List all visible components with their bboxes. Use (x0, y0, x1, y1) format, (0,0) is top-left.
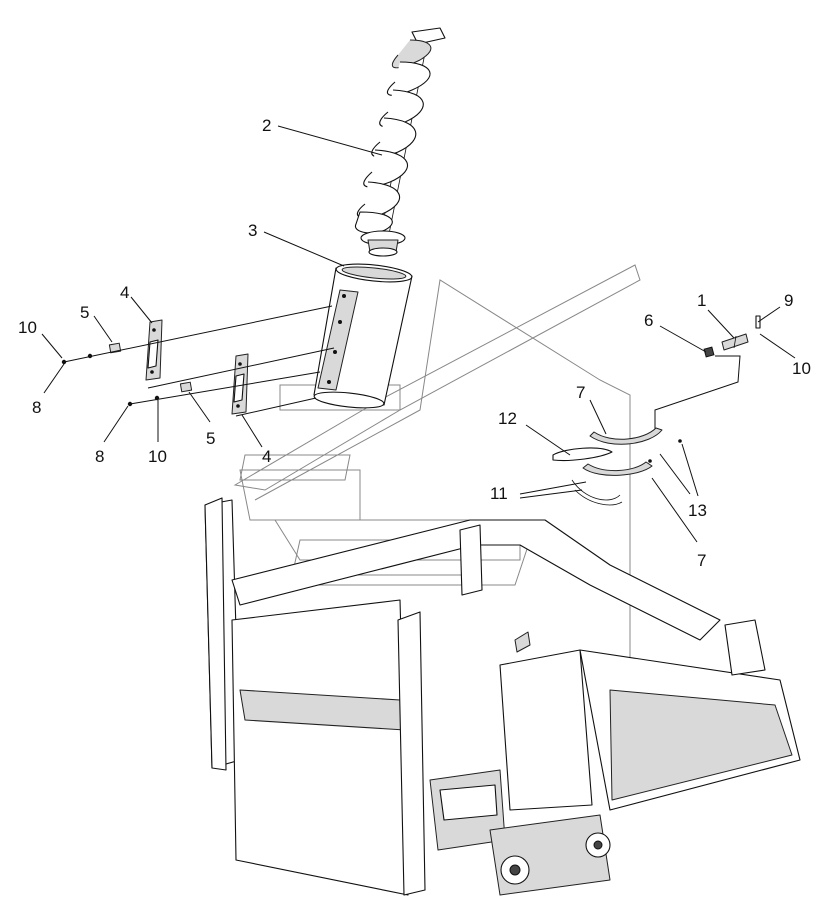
callout-8-lower: 8 (95, 447, 104, 466)
callout-7-lower: 7 (697, 551, 706, 570)
leader-lines (41, 125, 796, 543)
clamp-part (654, 315, 761, 430)
callout-1: 1 (697, 291, 706, 310)
callout-2: 2 (262, 116, 271, 135)
callout-13: 13 (688, 501, 707, 520)
block-lower (179, 381, 193, 393)
callout-7-upper: 7 (576, 383, 585, 402)
callout-6: 6 (644, 311, 653, 330)
callout-10-left: 10 (18, 318, 37, 337)
bracket-upper (145, 319, 163, 381)
discharge-tube (313, 263, 413, 409)
callout-4-upper: 4 (120, 283, 129, 302)
callout-11: 11 (490, 484, 508, 503)
callout-9: 9 (784, 291, 793, 310)
fastener-line-lower (127, 371, 321, 417)
callout-5-upper: 5 (80, 303, 89, 322)
machine-housing (204, 497, 801, 896)
callout-3: 3 (248, 221, 257, 240)
callout-12: 12 (498, 409, 517, 428)
fastener-line-upper (61, 305, 335, 389)
ring-segments (552, 427, 682, 506)
callout-8-left: 8 (32, 398, 41, 417)
callout-10-lower: 10 (148, 447, 167, 466)
auger-screw (354, 27, 446, 257)
callout-labels: 1 2 3 4 4 5 5 6 7 7 8 8 9 10 10 10 11 12… (18, 116, 811, 570)
callout-4-lower: 4 (262, 447, 271, 466)
bracket-lower (231, 353, 249, 415)
callout-10-right: 10 (792, 359, 811, 378)
callout-5-lower: 5 (206, 429, 215, 448)
